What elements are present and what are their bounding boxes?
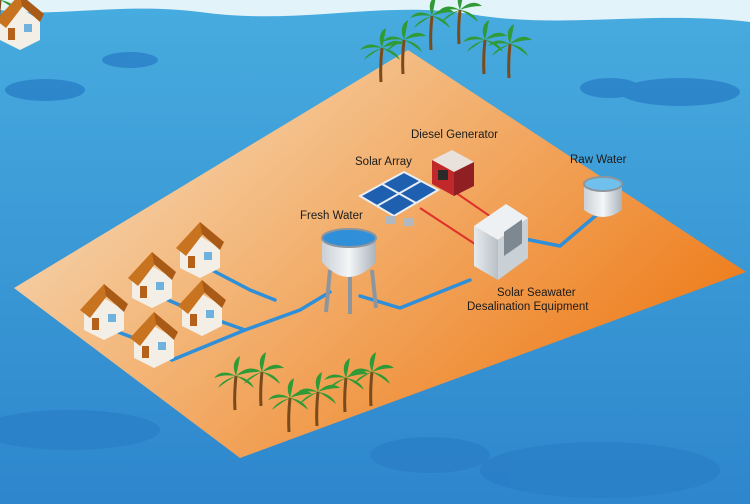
desalination-equipment [474, 204, 528, 280]
label-solar-array: Solar Array [355, 156, 412, 168]
diesel-generator [432, 150, 474, 196]
wire-solar [419, 207, 479, 247]
pipe-to-houses [170, 290, 332, 362]
pipe-house-3 [206, 266, 277, 302]
pipe-desal-to-raw [518, 210, 602, 248]
label-desal-line2: Desalination Equipment [467, 301, 589, 313]
label-diesel-generator: Diesel Generator [411, 129, 498, 141]
label-desal-line1: Solar Seawater [497, 287, 576, 299]
island-platform [14, 50, 746, 458]
sea-dark-patches [0, 52, 740, 498]
houses [0, 0, 226, 368]
label-raw-water: Raw Water [570, 154, 627, 166]
fresh-water-tank [321, 228, 378, 314]
sea-foam-top [0, 0, 750, 22]
label-fresh-water: Fresh Water [300, 210, 363, 222]
solar-array [357, 170, 441, 226]
raw-water-tank [583, 176, 623, 217]
